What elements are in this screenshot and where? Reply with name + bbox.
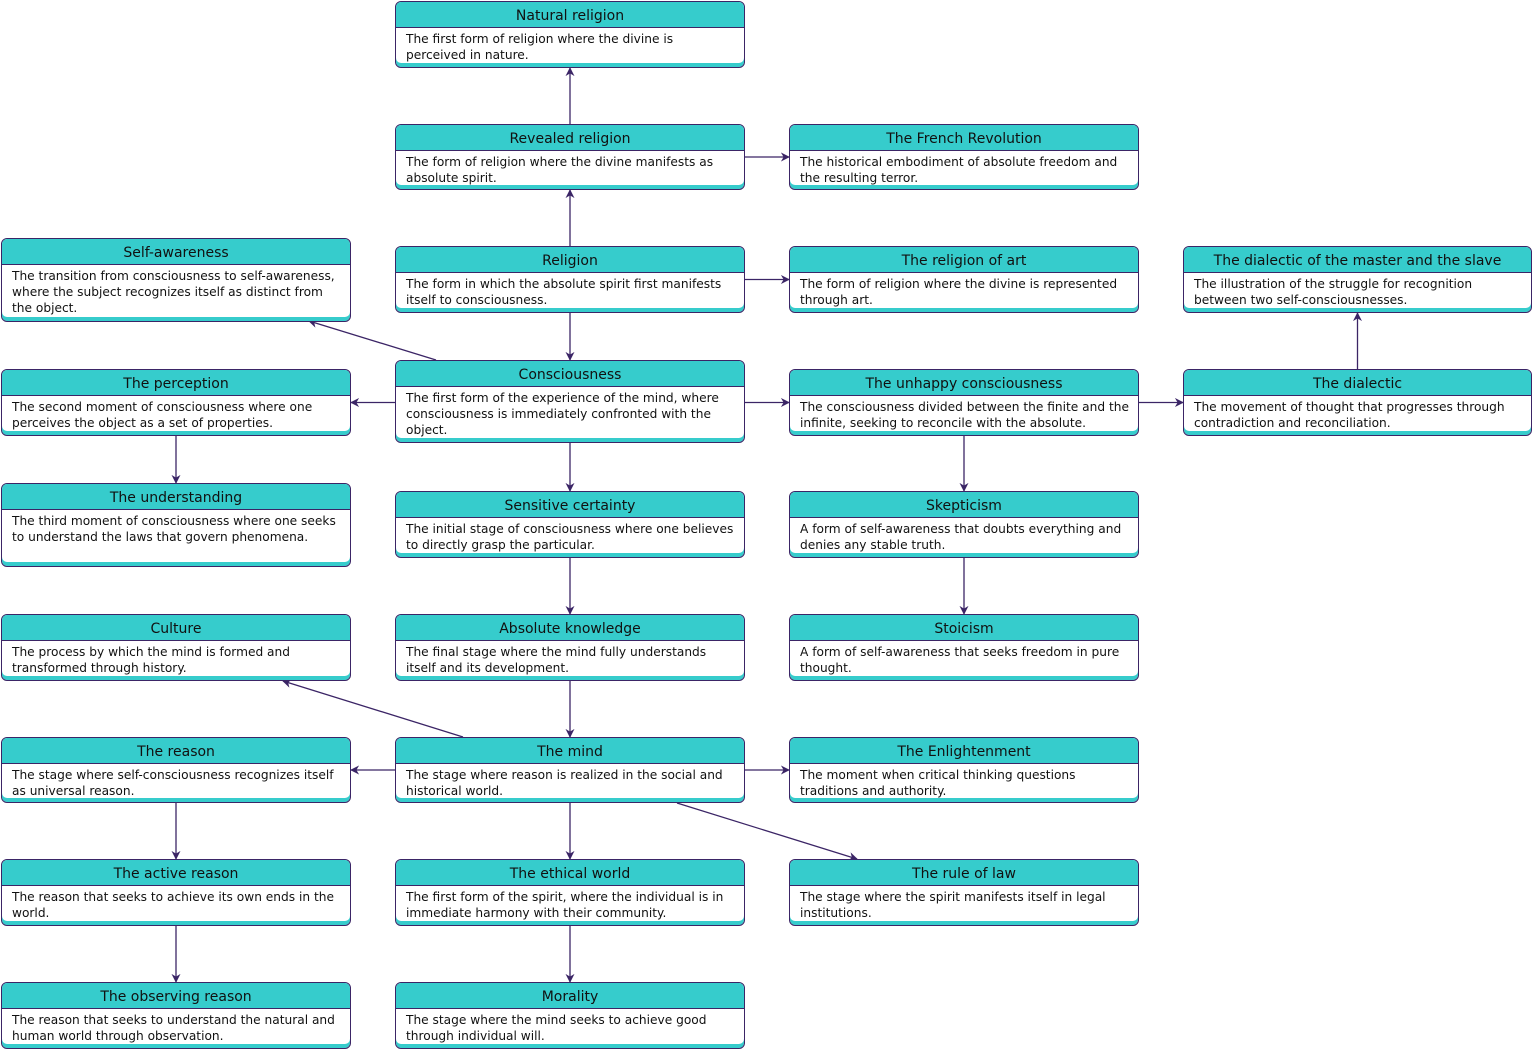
node-title: The ethical world <box>396 860 744 886</box>
edge-consciousness-to-self-awareness <box>308 319 437 361</box>
edge-mind-to-culture <box>282 679 464 738</box>
node-description: The consciousness divided between the fi… <box>800 400 1129 430</box>
node-title: The dialectic <box>1184 370 1531 396</box>
node-description: The initial stage of consciousness where… <box>406 522 734 552</box>
node-title: The reason <box>2 738 350 764</box>
node-description: A form of self-awareness that doubts eve… <box>800 522 1122 552</box>
node-description: A form of self-awareness that seeks free… <box>800 645 1120 675</box>
node-description: The process by which the mind is formed … <box>12 645 290 675</box>
node-description: The form of religion where the divine ma… <box>406 155 714 185</box>
node-description: The movement of thought that progresses … <box>1194 400 1505 430</box>
node-title: The unhappy consciousness <box>790 370 1138 396</box>
node-title: Sensitive certainty <box>396 492 744 518</box>
node-description: The first form of the experience of the … <box>406 391 719 437</box>
node-stoicism[interactable]: Stoicism A form of self-awareness that se… <box>789 614 1139 681</box>
node-title: Self-awareness <box>2 239 350 265</box>
node-title: The rule of law <box>790 860 1138 886</box>
node-title: Morality <box>396 983 744 1009</box>
edge-mind-to-rule-of-law <box>676 802 858 861</box>
node-skepticism[interactable]: Skepticism A form of self-awareness that … <box>789 491 1139 558</box>
node-title: The religion of art <box>790 247 1138 273</box>
node-title: The mind <box>396 738 744 764</box>
node-title: Religion <box>396 247 744 273</box>
node-description: The form of religion where the divine is… <box>800 277 1118 307</box>
node-title: Culture <box>2 615 350 641</box>
node-description: The third moment of consciousness where … <box>12 514 336 544</box>
node-description: The stage where the mind seeks to achiev… <box>406 1013 707 1043</box>
node-description: The reason that seeks to understand the … <box>12 1013 335 1043</box>
node-master-slave[interactable]: The dialectic of the master and the slav… <box>1183 246 1532 313</box>
node-description: The stage where reason is realized in th… <box>406 768 723 798</box>
node-description: The transition from consciousness to sel… <box>12 269 335 315</box>
node-description: The second moment of consciousness where… <box>12 400 313 430</box>
node-title: Natural religion <box>396 2 744 28</box>
node-description: The form in which the absolute spirit fi… <box>406 277 722 307</box>
node-title: Consciousness <box>396 361 744 387</box>
node-description: The stage where self-consciousness recog… <box>12 768 334 798</box>
node-title: Stoicism <box>790 615 1138 641</box>
node-title: Absolute knowledge <box>396 615 744 641</box>
node-title: The active reason <box>2 860 350 886</box>
node-description: The first form of religion where the div… <box>406 32 674 62</box>
node-title: Skepticism <box>790 492 1138 518</box>
node-description: The moment when critical thinking questi… <box>800 768 1076 798</box>
node-title: The observing reason <box>2 983 350 1009</box>
node-title: The understanding <box>2 484 350 510</box>
node-title: The perception <box>2 370 350 396</box>
node-title: The French Revolution <box>790 125 1138 151</box>
node-description: The first form of the spirit, where the … <box>406 890 724 920</box>
node-title: The Enlightenment <box>790 738 1138 764</box>
node-description: The stage where the spirit manifests its… <box>800 890 1106 920</box>
node-description: The illustration of the struggle for rec… <box>1194 277 1473 307</box>
node-description: The historical embodiment of absolute fr… <box>800 155 1118 185</box>
node-title: The dialectic of the master and the slav… <box>1184 247 1531 273</box>
node-description: The reason that seeks to achieve its own… <box>12 890 334 920</box>
node-description: The final stage where the mind fully und… <box>406 645 707 675</box>
node-title: Revealed religion <box>396 125 744 151</box>
